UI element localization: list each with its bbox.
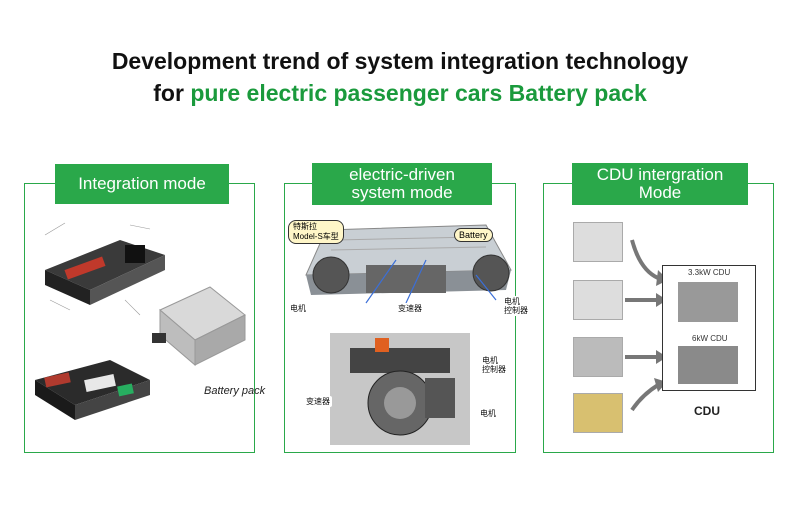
drive-unit-picture: [330, 333, 470, 445]
title-line-1: Development trend of system integration …: [111, 48, 689, 74]
cdu-unit-top-label: 3.3kW CDU: [688, 268, 731, 277]
component-thumb-4: [573, 393, 623, 433]
cdu-unit-top-picture: [678, 282, 738, 322]
reducer-label-bottom: 变速器: [304, 396, 332, 407]
controller-label-bottom: 电机 控制器: [480, 355, 508, 375]
integration-diagram-picture: [35, 222, 246, 420]
component-thumb-2: [573, 280, 623, 320]
cdu-tab: CDU intergration Mode: [572, 163, 748, 205]
title-line-2-highlight: pure electric passenger cars Battery pac…: [190, 80, 647, 106]
title-line-2-prefix: for: [153, 80, 191, 106]
component-thumb-3: [573, 337, 623, 377]
reducer-label-top: 变速器: [396, 303, 424, 314]
electric-driven-tab-line-2: system mode: [351, 183, 453, 202]
battery-pack-label: Battery pack: [204, 385, 266, 397]
cdu-unit-bottom-picture: [678, 346, 738, 384]
cdu-caption: CDU: [694, 404, 720, 418]
component-thumb-1: [573, 222, 623, 262]
cdu-tab-line-1: CDU intergration: [596, 165, 724, 184]
cdu-tab-line-2: Mode: [638, 183, 682, 202]
cdu-unit-bottom-label: 6kW CDU: [692, 334, 728, 343]
title-line-2: for pure electric passenger cars Battery…: [0, 80, 800, 107]
model-s-bubble: 特斯拉 Model-S车型: [288, 220, 344, 244]
electric-driven-tab: electric-driven system mode: [312, 163, 492, 205]
motor-label-left: 电机: [288, 303, 308, 314]
integration-mode-tab: Integration mode: [55, 164, 229, 204]
electric-driven-tab-line-1: electric-driven: [349, 165, 455, 184]
motor-label-bottom: 电机: [478, 408, 498, 419]
controller-label-right: 电机 控制器: [502, 296, 530, 316]
battery-bubble: Battery: [454, 228, 493, 242]
